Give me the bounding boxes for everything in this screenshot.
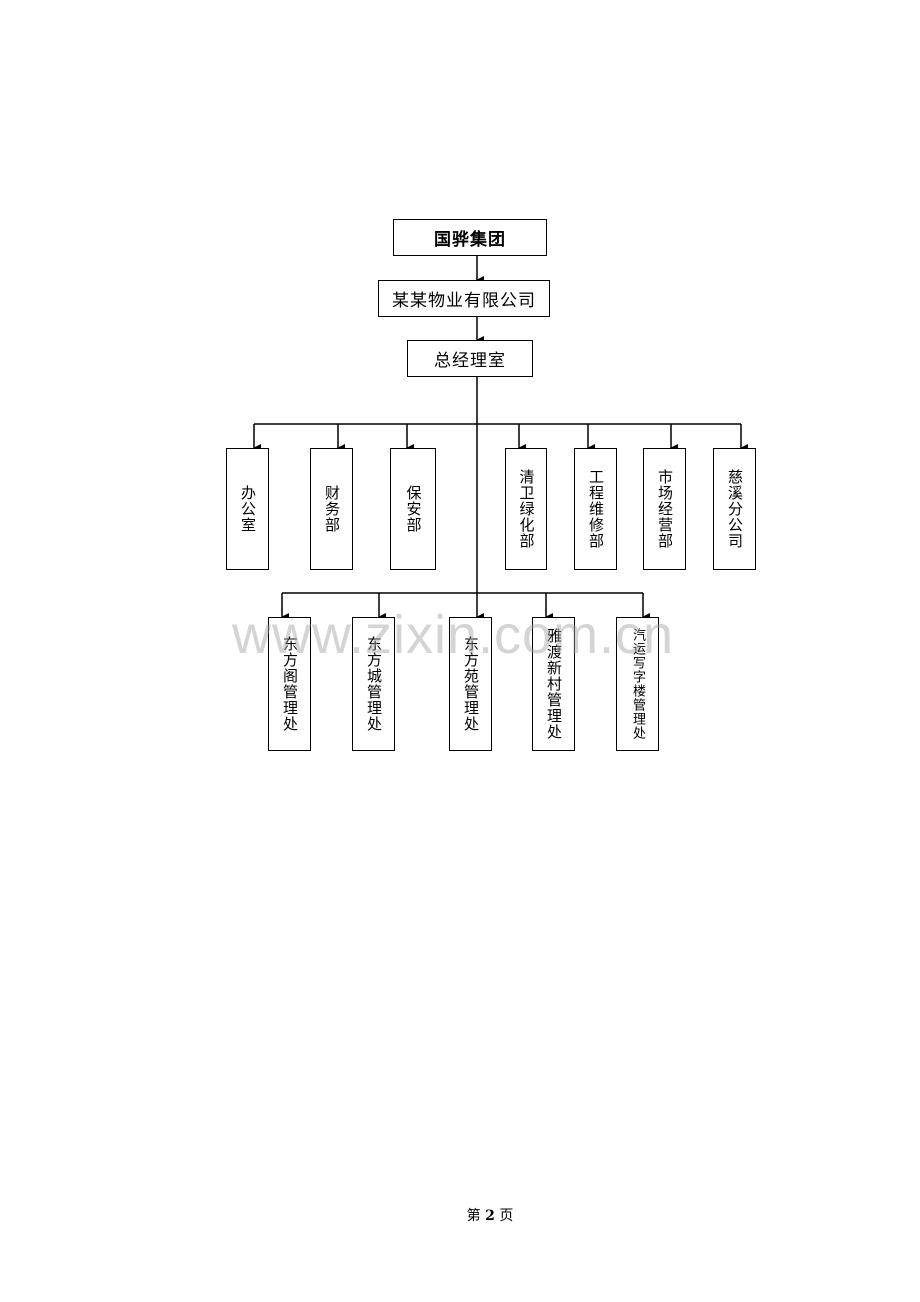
node-department: 办公室: [226, 448, 269, 570]
node-branch: 东方城管理处: [352, 617, 395, 751]
node-department: 慈溪分公司: [713, 448, 756, 570]
node-label: 保安部: [404, 485, 423, 533]
node-root: 国骅集团: [393, 219, 547, 256]
node-office: 总经理室: [407, 340, 533, 377]
node-label: 办公室: [239, 485, 257, 533]
node-label: 东方阁管理处: [281, 636, 299, 732]
node-department: 工程维修部: [574, 448, 617, 570]
page-number: 2: [485, 1208, 495, 1224]
page-footer: 第 2 页: [0, 1205, 920, 1225]
node-department: 市场经营部: [643, 448, 686, 570]
node-branch: 雅渡新村管理处: [532, 617, 575, 751]
footer-prefix: 第: [466, 1208, 481, 1224]
node-label: 东方苑管理处: [462, 636, 480, 732]
footer-suffix: 页: [499, 1208, 514, 1224]
node-label: 汽运写字楼管理处: [630, 628, 645, 740]
node-branch: 汽运写字楼管理处: [616, 617, 659, 751]
node-department: 财务部: [310, 448, 353, 570]
node-label: 总经理室: [434, 351, 506, 371]
node-label: 东方城管理处: [365, 636, 383, 732]
node-label: 清卫绿化部: [517, 469, 536, 549]
node-label: 国骅集团: [434, 230, 506, 250]
node-company: 某某物业有限公司: [378, 280, 550, 317]
node-branch: 东方苑管理处: [449, 617, 492, 751]
node-branch: 东方阁管理处: [268, 617, 311, 751]
node-label: 财务部: [323, 485, 341, 533]
node-department: 清卫绿化部: [505, 448, 547, 570]
node-label: 雅渡新村管理处: [545, 628, 563, 740]
node-label: 某某物业有限公司: [392, 291, 536, 311]
node-label: 慈溪分公司: [726, 469, 744, 549]
node-label: 市场经营部: [656, 469, 674, 549]
node-label: 工程维修部: [587, 469, 605, 549]
node-department: 保安部: [390, 448, 436, 570]
